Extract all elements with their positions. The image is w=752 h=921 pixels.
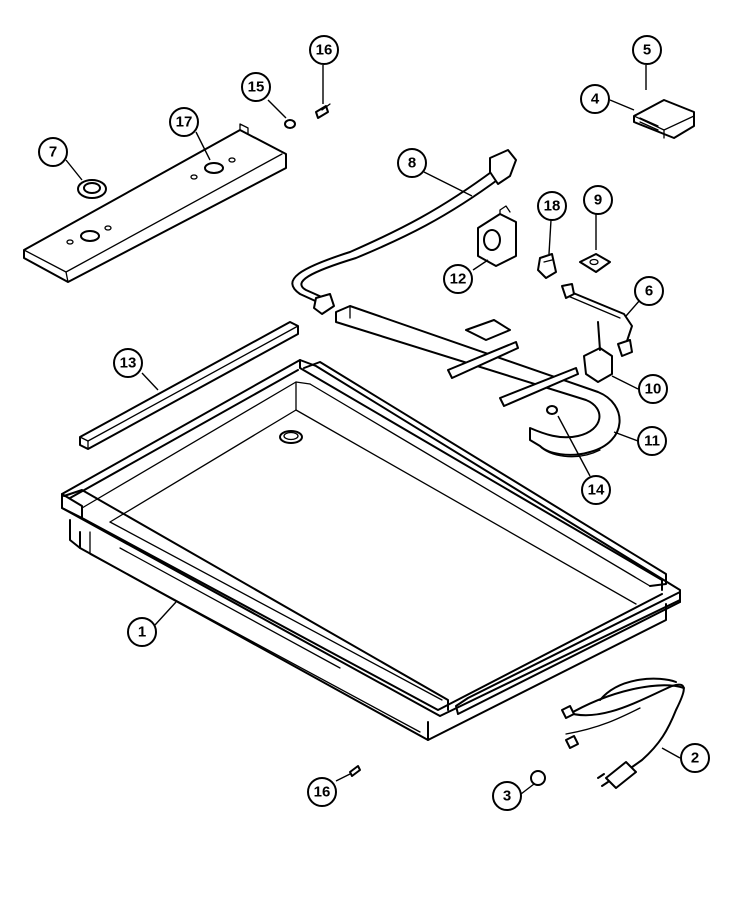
- svg-text:16: 16: [314, 784, 331, 801]
- callout-10: 10: [638, 374, 668, 404]
- callout-6: 6: [634, 276, 664, 306]
- fitting-part-18: [537, 253, 557, 279]
- oring-part-3: [530, 770, 546, 786]
- svg-text:11: 11: [644, 433, 660, 450]
- callout-8: 8: [397, 148, 427, 178]
- callout-18: 18: [537, 191, 567, 221]
- callout-13: 13: [113, 348, 143, 378]
- callout-5: 5: [632, 35, 662, 65]
- screw-part-16-bottom: [349, 765, 361, 777]
- svg-text:15: 15: [248, 79, 265, 96]
- callout-17: 17: [169, 107, 199, 137]
- valve-part-12: [477, 205, 517, 267]
- burner-part-11: [335, 305, 621, 458]
- callout-11: 11: [637, 426, 667, 456]
- svg-text:6: 6: [645, 283, 653, 300]
- callout-7: 7: [38, 137, 68, 167]
- callout-9: 9: [583, 185, 613, 215]
- pilot-part-10: [583, 321, 613, 383]
- svg-text:4: 4: [591, 91, 600, 108]
- svg-text:13: 13: [120, 355, 137, 372]
- terminal-block-part-4: [633, 99, 695, 139]
- pan-assembly: [61, 359, 681, 741]
- svg-text:9: 9: [594, 192, 602, 209]
- leader-lines: [65, 65, 681, 795]
- screw-part-16-top: [315, 103, 331, 119]
- clip-part-9: [579, 253, 611, 273]
- svg-text:17: 17: [176, 114, 193, 131]
- strip-part-13: [79, 321, 299, 450]
- callout-16-top: 16: [309, 35, 339, 65]
- svg-text:3: 3: [503, 788, 511, 805]
- svg-text:7: 7: [49, 144, 57, 161]
- svg-text:12: 12: [450, 271, 467, 288]
- callout-1: 1: [127, 617, 157, 647]
- svg-text:10: 10: [645, 381, 662, 398]
- svg-text:8: 8: [408, 155, 416, 172]
- grommet-part-7: [77, 179, 107, 199]
- power-cord-part-2: [561, 677, 685, 789]
- callout-15: 15: [241, 72, 271, 102]
- screw-part-14: [546, 405, 558, 415]
- nut-part-15: [284, 119, 296, 129]
- callout-2: 2: [680, 743, 710, 773]
- callout-4: 4: [580, 84, 610, 114]
- callout-14: 14: [581, 475, 611, 505]
- svg-text:14: 14: [588, 482, 605, 499]
- svg-text:18: 18: [544, 198, 561, 215]
- svg-text:16: 16: [316, 42, 333, 59]
- svg-text:1: 1: [138, 624, 146, 641]
- callout-3: 3: [492, 781, 522, 811]
- bracket-part-17: [23, 123, 287, 283]
- thermocouple-part-6: [561, 283, 633, 357]
- gas-tube-part-8: [291, 149, 517, 315]
- svg-text:5: 5: [643, 42, 651, 59]
- callout-12: 12: [443, 264, 473, 294]
- svg-text:2: 2: [691, 750, 699, 767]
- callout-16-bottom: 16: [307, 777, 337, 807]
